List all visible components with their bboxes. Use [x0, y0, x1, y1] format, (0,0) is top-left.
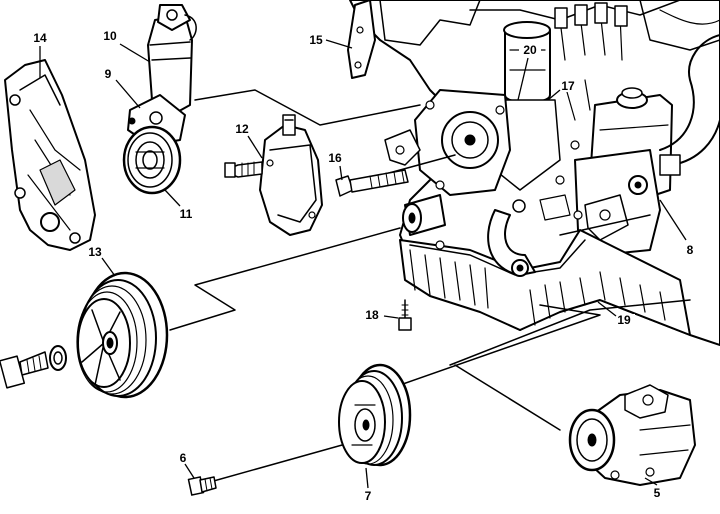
part-13-crankshaft-pulley [76, 271, 169, 399]
part-14-mounting-bracket [4, 59, 96, 251]
callout-7: 7 [357, 490, 379, 502]
callout-13: 13 [84, 246, 106, 258]
callout-18: 18 [361, 309, 383, 321]
engine-block [347, 0, 720, 346]
callout-14: 14 [29, 32, 51, 44]
callout-20: 20 [519, 44, 541, 56]
part-6-bolt [187, 476, 217, 496]
part-10-tensioner-strut [147, 4, 197, 116]
callout-9: 9 [97, 68, 119, 80]
callout-16: 16 [324, 152, 346, 164]
part-12-water-pump [224, 114, 323, 236]
callout-6: 6 [172, 452, 194, 464]
callout-11: 11 [175, 208, 197, 220]
callout-17: 17 [557, 80, 579, 92]
part-16-bolt [335, 169, 409, 197]
callout-8: 8 [679, 244, 701, 256]
callout-5: 5 [646, 487, 668, 499]
callout-10: 10 [99, 30, 121, 42]
callout-19: 19 [613, 314, 635, 326]
crank-bolt-and-washer [0, 345, 67, 389]
part-18-bolt [398, 299, 412, 331]
callout-12: 12 [231, 123, 253, 135]
part-5-ac-compressor [568, 384, 696, 486]
callout-15: 15 [305, 34, 327, 46]
part-7-pulley [338, 363, 412, 467]
part-11-idler-pulley [122, 125, 182, 195]
